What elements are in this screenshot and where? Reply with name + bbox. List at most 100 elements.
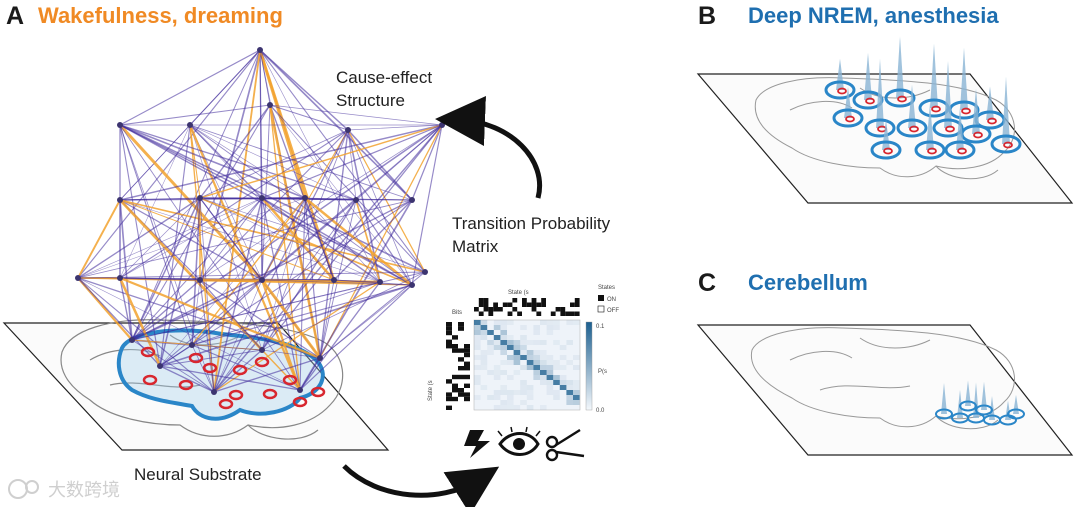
matrix-cell xyxy=(533,350,540,355)
matrix-cell xyxy=(480,320,488,325)
tpm-label-line2: Matrix xyxy=(452,237,499,256)
matrix-cell xyxy=(559,375,567,380)
edge-purple xyxy=(213,199,357,393)
edge-orange xyxy=(355,199,381,283)
matrix-cell xyxy=(526,405,534,410)
network-node xyxy=(117,197,123,203)
network-node xyxy=(353,197,359,203)
edge-purple xyxy=(261,129,349,351)
neuron-cell xyxy=(310,386,326,398)
edge-purple xyxy=(199,124,443,281)
activity-spike xyxy=(960,47,968,110)
edge-orange xyxy=(119,276,321,360)
state-bit xyxy=(478,302,484,307)
neuron-cell xyxy=(927,147,937,155)
matrix-cell xyxy=(480,385,488,390)
activity-spike xyxy=(944,60,952,128)
edge-purple xyxy=(119,129,349,279)
activity-ring xyxy=(1007,408,1025,420)
matrix-cell xyxy=(573,395,580,400)
edge-purple xyxy=(77,197,201,279)
matrix-cell xyxy=(507,340,514,345)
state-bit xyxy=(446,405,452,410)
edge-purple xyxy=(199,197,426,273)
neuron-cell xyxy=(140,346,156,358)
activity-ring xyxy=(832,108,864,128)
edge-purple xyxy=(261,197,381,283)
matrix-cell xyxy=(526,355,534,360)
matrix-cell xyxy=(493,390,501,395)
state-bit xyxy=(458,392,464,397)
matrix-cell xyxy=(500,345,507,350)
matrix-cell xyxy=(474,325,481,330)
matrix-cell xyxy=(546,360,554,365)
matrix-cell xyxy=(553,365,560,370)
edge-purple xyxy=(319,271,426,359)
state-bit xyxy=(522,298,527,303)
state-bit xyxy=(464,392,470,397)
matrix-cell xyxy=(507,320,514,325)
matrix-cell xyxy=(520,390,527,395)
activity-ring xyxy=(959,400,977,412)
matrix-cell xyxy=(540,320,547,325)
neuron-cell xyxy=(837,87,847,95)
state-bit xyxy=(522,302,527,307)
matrix-cell xyxy=(533,375,540,380)
edge-purple xyxy=(77,197,306,279)
edge-purple xyxy=(191,279,263,346)
neuron-cell xyxy=(961,107,971,115)
matrix-cell xyxy=(493,370,501,375)
activity-ring xyxy=(824,80,856,100)
matrix-cell xyxy=(546,390,554,395)
edge-purple xyxy=(159,365,215,393)
edge-purple xyxy=(119,104,271,126)
edge-purple xyxy=(159,365,301,391)
edge-purple xyxy=(119,124,306,199)
edge-purple xyxy=(261,349,321,359)
state-bit xyxy=(452,335,458,340)
edge-purple xyxy=(131,271,426,341)
edge-purple xyxy=(199,279,321,359)
network-graph xyxy=(75,47,445,395)
matrix-cell xyxy=(526,390,534,395)
edge-purple xyxy=(159,124,191,367)
edge-purple xyxy=(119,49,261,126)
matrix-cell xyxy=(526,360,534,365)
edge-purple xyxy=(77,277,301,391)
network-node xyxy=(129,337,135,343)
matrix-cell xyxy=(520,385,527,390)
edge-orange xyxy=(260,279,322,359)
matrix-cell xyxy=(500,405,507,410)
matrix-cell xyxy=(540,370,547,375)
edge-purple xyxy=(189,124,357,201)
matrix-cell xyxy=(474,320,481,325)
matrix-cell xyxy=(493,375,501,380)
neuron-cell xyxy=(897,95,907,103)
matrix-cell xyxy=(540,340,547,345)
matrix-cell xyxy=(507,395,514,400)
legend-on-label: ON xyxy=(607,297,616,303)
state-bit xyxy=(464,383,470,388)
matrix-cell xyxy=(513,350,521,355)
edge-orange xyxy=(77,199,121,279)
edge-purple xyxy=(119,124,443,201)
neuron-cell xyxy=(987,117,997,125)
matrix-cell xyxy=(526,395,534,400)
matrix-cell xyxy=(520,335,527,340)
edge-orange xyxy=(191,197,306,346)
state-bit xyxy=(570,302,575,307)
panel-c-letter: C xyxy=(698,269,716,297)
neuron-cell xyxy=(188,352,204,364)
state-bit xyxy=(536,311,542,316)
matrix-cell xyxy=(566,360,573,365)
scale-max: 0.1 xyxy=(596,324,605,330)
matrix-cell xyxy=(520,340,527,345)
network-node xyxy=(75,275,81,281)
legend-off-label: OFF xyxy=(607,308,619,314)
matrix-cell xyxy=(526,350,534,355)
matrix-cell xyxy=(559,385,567,390)
network-node xyxy=(211,389,217,395)
matrix-cell xyxy=(513,370,521,375)
matrix-cell xyxy=(573,385,580,390)
matrix-cell xyxy=(566,340,573,345)
